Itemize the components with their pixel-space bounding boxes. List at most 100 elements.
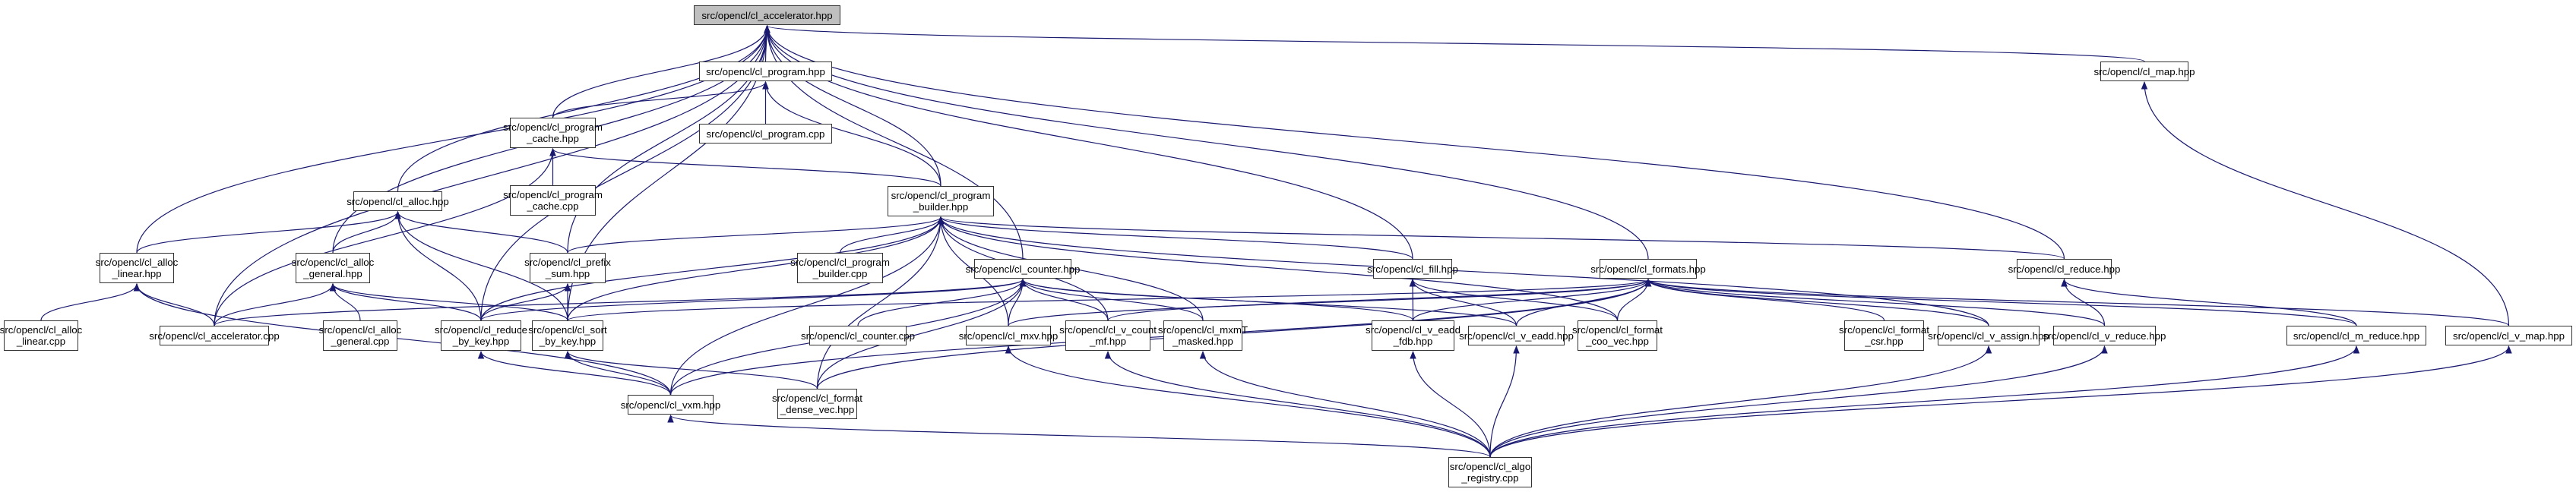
edge-sbk-hpp-to-pbuilder-hpp bbox=[567, 216, 945, 321]
graph-node-fill-hpp[interactable]: src/opencl/cl_fill.hpp bbox=[1367, 259, 1458, 279]
graph-node-acc-hpp[interactable]: src/opencl/cl_accelerator.hpp bbox=[694, 5, 840, 25]
edge-rbk-hpp-to-pbuilder-hpp bbox=[480, 216, 945, 321]
edge-fill-hpp-to-pbuilder-hpp bbox=[937, 216, 1413, 260]
edge-mxv-hpp-to-formats-hpp bbox=[1008, 278, 1652, 326]
edge-mxmt-hpp-to-pbuilder-hpp bbox=[937, 216, 1204, 321]
edge-vmap-hpp-to-formats-hpp bbox=[1645, 278, 2510, 326]
edge-pcache-hpp-to-prog-hpp bbox=[552, 80, 769, 118]
edge-fill-hpp-to-acc-hpp bbox=[764, 24, 1413, 260]
graph-node-coo-hpp[interactable]: src/opencl/cl_format _coo_vec.hpp bbox=[1572, 320, 1663, 351]
edge-pbuilder-hpp-to-prog-hpp bbox=[762, 80, 941, 187]
graph-node-vassign-hpp[interactable]: src/opencl/cl_v_assign.hpp bbox=[1928, 326, 2049, 345]
edge-algo-cpp-to-vmap-hpp bbox=[1489, 345, 2512, 458]
graph-node-vxm-hpp[interactable]: src/opencl/cl_vxm.hpp bbox=[621, 395, 720, 415]
edge-mreduce-hpp-to-reduce-hpp bbox=[2061, 278, 2357, 326]
edge-pbuilder-cpp-to-pbuilder-hpp bbox=[839, 216, 945, 254]
graph-node-mreduce-hpp[interactable]: src/opencl/cl_m_reduce.hpp bbox=[2286, 326, 2426, 345]
edge-vxm-hpp-to-sbk-hpp bbox=[564, 350, 672, 396]
edge-mreduce-hpp-to-formats-hpp bbox=[1644, 278, 2357, 326]
edge-dense-hpp-to-counter-hpp bbox=[816, 278, 1027, 390]
graph-node-veadd-hpp[interactable]: src/opencl/cl_v_eadd.hpp bbox=[1459, 326, 1574, 345]
graph-node-veaddfdb-hpp[interactable]: src/opencl/cl_v_eadd _fdb.hpp bbox=[1366, 320, 1460, 351]
edge-acc-cpp-to-ageneral-hpp bbox=[214, 282, 337, 326]
edge-vassign-hpp-to-formats-hpp bbox=[1644, 278, 1989, 326]
edge-algo-cpp-to-mreduce-hpp bbox=[1489, 345, 2360, 458]
edge-acc-cpp-to-counter-hpp bbox=[214, 278, 1026, 326]
graph-node-pbuilder-cpp[interactable]: src/opencl/cl_program _builder.cpp bbox=[790, 253, 890, 283]
graph-node-alloc-hpp[interactable]: src/opencl/cl_alloc.hpp bbox=[347, 191, 449, 211]
graph-node-prog-hpp[interactable]: src/opencl/cl_program.hpp bbox=[699, 62, 832, 81]
graph-node-reduce-hpp[interactable]: src/opencl/cl_reduce.hpp bbox=[2008, 259, 2120, 279]
graph-node-acc-cpp[interactable]: src/opencl/cl_accelerator.cpp bbox=[149, 326, 280, 345]
edge-sbk-hpp-to-ageneral-hpp bbox=[329, 282, 568, 321]
edge-algo-cpp-to-vxm-hpp bbox=[667, 414, 1491, 458]
edge-acc-cpp-to-alinear-hpp bbox=[133, 282, 215, 326]
graph-node-mxmt-hpp[interactable]: src/opencl/cl_mxmT _masked.hpp bbox=[1158, 320, 1248, 351]
edge-algo-cpp-to-vreduce-hpp bbox=[1489, 345, 2108, 458]
edge-dense-hpp-to-sbk-hpp bbox=[564, 350, 818, 390]
graph-node-counter-cpp[interactable]: src/opencl/cl_counter.cpp bbox=[801, 326, 915, 345]
edge-alinear-hpp-to-acc-hpp bbox=[136, 24, 771, 254]
edge-formats-hpp-to-acc-hpp bbox=[764, 24, 1649, 260]
edge-vxm-hpp-to-alinear-hpp bbox=[133, 282, 672, 396]
edge-reduce-hpp-to-pbuilder-hpp bbox=[938, 216, 2065, 260]
edge-rbk-hpp-to-alloc-hpp bbox=[394, 210, 482, 321]
graph-node-alinear-hpp[interactable]: src/opencl/cl_alloc _linear.hpp bbox=[96, 253, 178, 283]
edge-counter-cpp-to-counter-hpp bbox=[857, 278, 1027, 326]
graph-node-ageneral-cpp[interactable]: src/opencl/cl_alloc _general.cpp bbox=[319, 320, 401, 351]
edge-acc-cpp-to-acc-hpp bbox=[214, 24, 771, 326]
edge-pbuilder-hpp-to-pcache-hpp bbox=[549, 147, 941, 187]
edge-sbk-hpp-to-formats-hpp bbox=[567, 278, 1651, 321]
graph-node-vcount-hpp[interactable]: src/opencl/cl_v_count _mf.hpp bbox=[1059, 320, 1157, 351]
edge-algo-cpp-to-vassign-hpp bbox=[1489, 345, 1992, 458]
edge-veadd-hpp-to-counter-hpp bbox=[1019, 278, 1517, 326]
edge-acc-cpp-to-pcache-hpp bbox=[214, 147, 556, 326]
graph-node-mxv-hpp[interactable]: src/opencl/cl_mxv.hpp bbox=[959, 326, 1058, 345]
graph-node-map-hpp[interactable]: src/opencl/cl_map.hpp bbox=[2093, 62, 2195, 81]
graph-node-algo-cpp[interactable]: src/opencl/cl_algo _registry.cpp bbox=[1448, 457, 1532, 487]
graph-node-prefix-hpp[interactable]: src/opencl/cl_prefix _sum.hpp bbox=[524, 253, 611, 283]
graph-node-counter-hpp[interactable]: src/opencl/cl_counter.hpp bbox=[966, 259, 1080, 279]
edge-csr-hpp-to-formats-hpp bbox=[1644, 278, 1885, 321]
edge-dense-hpp-to-pbuilder-hpp bbox=[816, 216, 945, 390]
graph-node-dense-hpp[interactable]: src/opencl/cl_format _dense_vec.hpp bbox=[772, 389, 862, 419]
edge-alinear-cpp-to-alinear-hpp bbox=[40, 282, 141, 321]
graph-node-ageneral-hpp[interactable]: src/opencl/cl_alloc _general.hpp bbox=[292, 253, 374, 283]
edge-ageneral-cpp-to-ageneral-hpp bbox=[329, 282, 361, 321]
edge-prefix-hpp-to-alloc-hpp bbox=[394, 210, 568, 254]
edge-vcount-hpp-to-formats-hpp bbox=[1107, 278, 1652, 321]
graph-node-pcache-hpp[interactable]: src/opencl/cl_program _cache.hpp bbox=[503, 118, 603, 148]
graph-node-csr-hpp[interactable]: src/opencl/cl_format _csr.hpp bbox=[1839, 320, 1929, 351]
edge-map-hpp-to-acc-hpp bbox=[764, 24, 2145, 62]
edge-vxm-hpp-to-rbk-hpp bbox=[477, 350, 672, 396]
edge-prefix-hpp-to-pbuilder-hpp bbox=[567, 216, 945, 254]
edge-algo-cpp-to-vcount-hpp bbox=[1104, 350, 1491, 458]
edge-alloc-hpp-to-acc-hpp bbox=[397, 24, 771, 192]
edge-veadd-hpp-to-fill-hpp bbox=[1409, 278, 1517, 326]
edge-coo-hpp-to-pbuilder-hpp bbox=[937, 216, 1619, 321]
graph-node-alinear-cpp[interactable]: src/opencl/cl_alloc _linear.cpp bbox=[0, 320, 82, 351]
edge-vmap-hpp-to-map-hpp bbox=[2141, 80, 2510, 326]
edge-coo-hpp-to-fill-hpp bbox=[1409, 278, 1619, 321]
edge-rbk-hpp-to-ageneral-hpp bbox=[329, 282, 482, 321]
edge-pcache-hpp-to-acc-hpp bbox=[552, 24, 771, 118]
graph-node-pcache-cpp[interactable]: src/opencl/cl_program _cache.cpp bbox=[503, 185, 603, 216]
edge-algo-cpp-to-veaddfdb-hpp bbox=[1410, 350, 1491, 458]
graph-node-pbuilder-hpp[interactable]: src/opencl/cl_program _builder.hpp bbox=[888, 186, 994, 216]
edge-rbk-hpp-to-prefix-hpp bbox=[480, 282, 571, 321]
edge-reduce-hpp-to-acc-hpp bbox=[764, 24, 2065, 260]
edge-pbuilder-hpp-to-acc-hpp bbox=[764, 24, 941, 187]
graph-node-prog-cpp[interactable]: src/opencl/cl_program.cpp bbox=[699, 124, 832, 144]
graph-node-rbk-hpp[interactable]: src/opencl/cl_reduce _by_key.hpp bbox=[435, 320, 527, 351]
graph-node-sbk-hpp[interactable]: src/opencl/cl_sort _by_key.hpp bbox=[528, 320, 607, 351]
edge-rbk-hpp-to-counter-hpp bbox=[480, 278, 1027, 321]
edge-vreduce-hpp-to-formats-hpp bbox=[1644, 278, 2106, 326]
edge-alinear-hpp-to-alloc-hpp bbox=[136, 210, 401, 254]
edge-sbk-hpp-to-alloc-hpp bbox=[394, 210, 568, 321]
graph-node-vreduce-hpp[interactable]: src/opencl/cl_v_reduce.hpp bbox=[2043, 326, 2166, 345]
edge-algo-cpp-to-mxv-hpp bbox=[1005, 345, 1491, 458]
graph-node-vmap-hpp[interactable]: src/opencl/cl_v_map.hpp bbox=[2445, 326, 2572, 345]
edge-algo-cpp-to-mxmt-hpp bbox=[1199, 350, 1491, 458]
graph-node-formats-hpp[interactable]: src/opencl/cl_formats.hpp bbox=[1590, 259, 1706, 279]
edge-algo-cpp-to-veadd-hpp bbox=[1489, 345, 1520, 458]
